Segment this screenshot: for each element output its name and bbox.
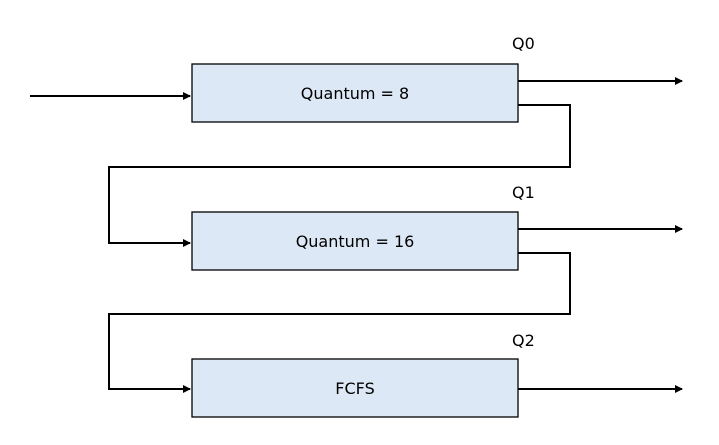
queue-q2-box [191, 358, 519, 418]
queue-q2: FCFS Q2 [191, 331, 683, 418]
queue-q1-name: Q1 [512, 183, 535, 202]
queue-q0-name: Q0 [512, 34, 535, 53]
connector-q1-to-q2 [108, 252, 571, 393]
queue-q2-label: FCFS [335, 379, 374, 398]
queue-q0-label: Quantum = 8 [301, 84, 409, 103]
connector-q0-to-q1 [108, 104, 571, 247]
queue-q1-box [191, 211, 519, 271]
queue-q2-name: Q2 [512, 331, 535, 350]
queue-q0: Quantum = 8 Q0 [191, 34, 683, 123]
queue-q1-label: Quantum = 16 [296, 232, 415, 251]
queue-q0-box [191, 63, 519, 123]
queue-q1: Quantum = 16 Q1 [191, 183, 683, 271]
